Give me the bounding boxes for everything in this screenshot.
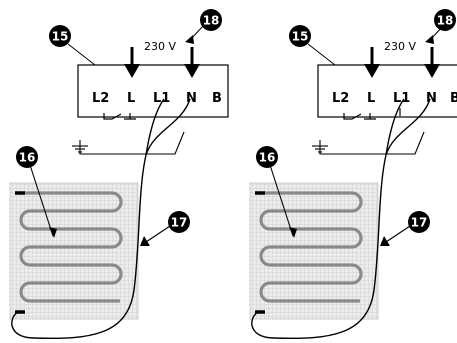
voltage-label: 230 V <box>384 40 416 53</box>
badge-17 <box>408 211 430 233</box>
panel-left: 15 16 17 18 230 V L2 L L1 N B <box>8 9 230 341</box>
terminal-l: L <box>127 91 135 106</box>
terminal-b: B <box>212 91 222 106</box>
badge-15 <box>289 25 311 47</box>
terminal-n: N <box>426 91 437 106</box>
badge-16-text: 16 <box>259 151 276 165</box>
panel-right: 15 16 17 18 230 V L2 L L1 N B <box>248 9 457 341</box>
terminal-l2: L2 <box>332 91 349 106</box>
terminal-l: L <box>367 91 375 106</box>
badge-15 <box>49 25 71 47</box>
badge-18-text: 18 <box>203 14 220 28</box>
badge-17-text: 17 <box>171 216 188 230</box>
terminal-l1: L1 <box>393 91 410 106</box>
badge-16-text: 16 <box>19 151 36 165</box>
badge-15-text: 15 <box>292 30 309 44</box>
badge-15-text: 15 <box>52 30 69 44</box>
badge-18 <box>434 9 456 31</box>
terminal-l1: L1 <box>153 91 170 106</box>
badge-17-text: 17 <box>411 216 428 230</box>
terminal-l2: L2 <box>92 91 109 106</box>
badge-18 <box>200 9 222 31</box>
badge-18-text: 18 <box>437 14 454 28</box>
terminal-b: B <box>450 91 457 106</box>
badge-17 <box>168 211 190 233</box>
badge-16 <box>256 146 278 168</box>
terminal-n: N <box>186 91 197 106</box>
voltage-label: 230 V <box>144 40 176 53</box>
badge-16 <box>16 146 38 168</box>
